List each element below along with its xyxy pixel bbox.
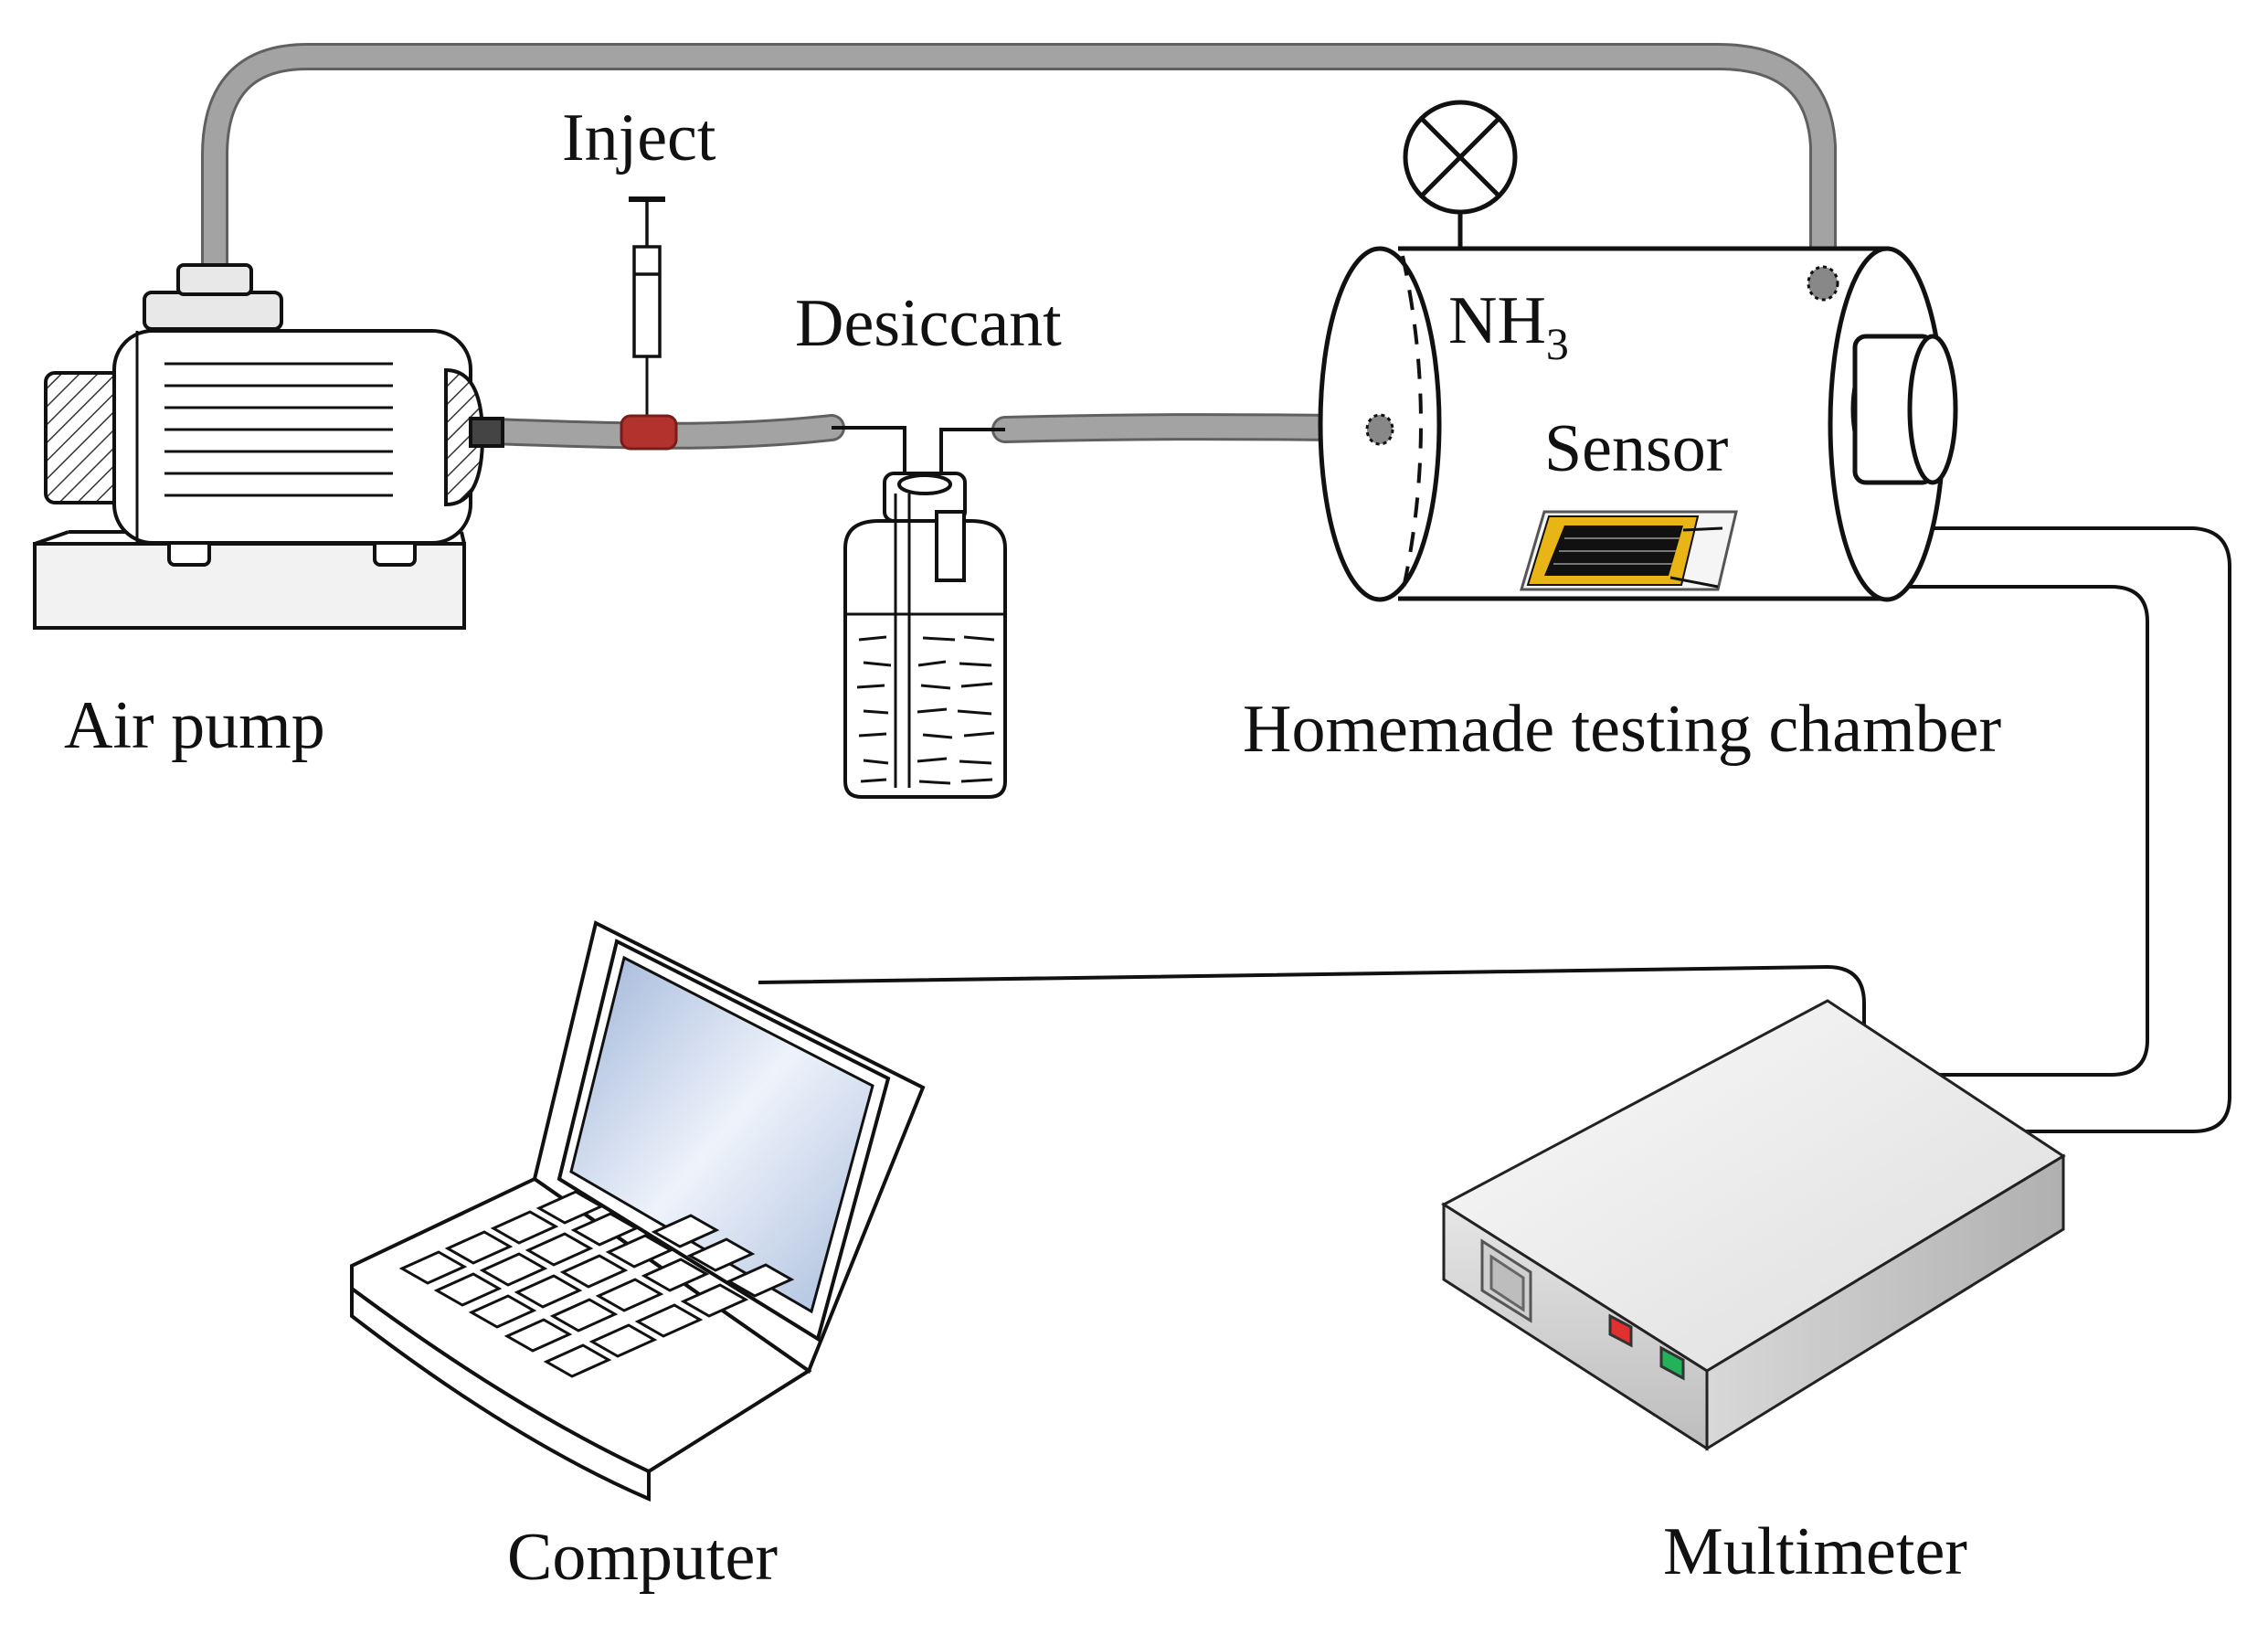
chamber-label: Homemade testing chamber xyxy=(1243,692,2001,767)
inject-label: Inject xyxy=(562,101,716,175)
injection-port xyxy=(620,414,678,451)
air-pump-label: Air pump xyxy=(64,688,325,763)
gas-label: NH3 xyxy=(1448,283,1569,369)
desiccant-bottle-icon xyxy=(832,426,1007,799)
sensor-wire-1 xyxy=(1722,526,2231,1133)
signal-wires xyxy=(758,526,2231,1133)
sensor-wire-2 xyxy=(1718,585,2149,1077)
syringe-icon xyxy=(629,196,665,422)
computer-label: Computer xyxy=(507,1520,778,1595)
valve-icon xyxy=(1403,100,1518,249)
return-tube xyxy=(201,42,1837,288)
sensor-label: Sensor xyxy=(1544,411,1728,486)
gas-tubes xyxy=(201,42,1837,450)
air-pump-icon xyxy=(33,263,504,630)
laptop-icon xyxy=(350,920,926,1502)
multimeter-label: Multimeter xyxy=(1663,1514,1967,1589)
desiccant-label: Desiccant xyxy=(795,286,1062,361)
testing-chamber-icon xyxy=(1318,246,1958,602)
multimeter-icon xyxy=(1441,999,2066,1451)
sensor-chip-icon xyxy=(1519,510,1738,591)
computer-wire xyxy=(758,964,1866,1042)
